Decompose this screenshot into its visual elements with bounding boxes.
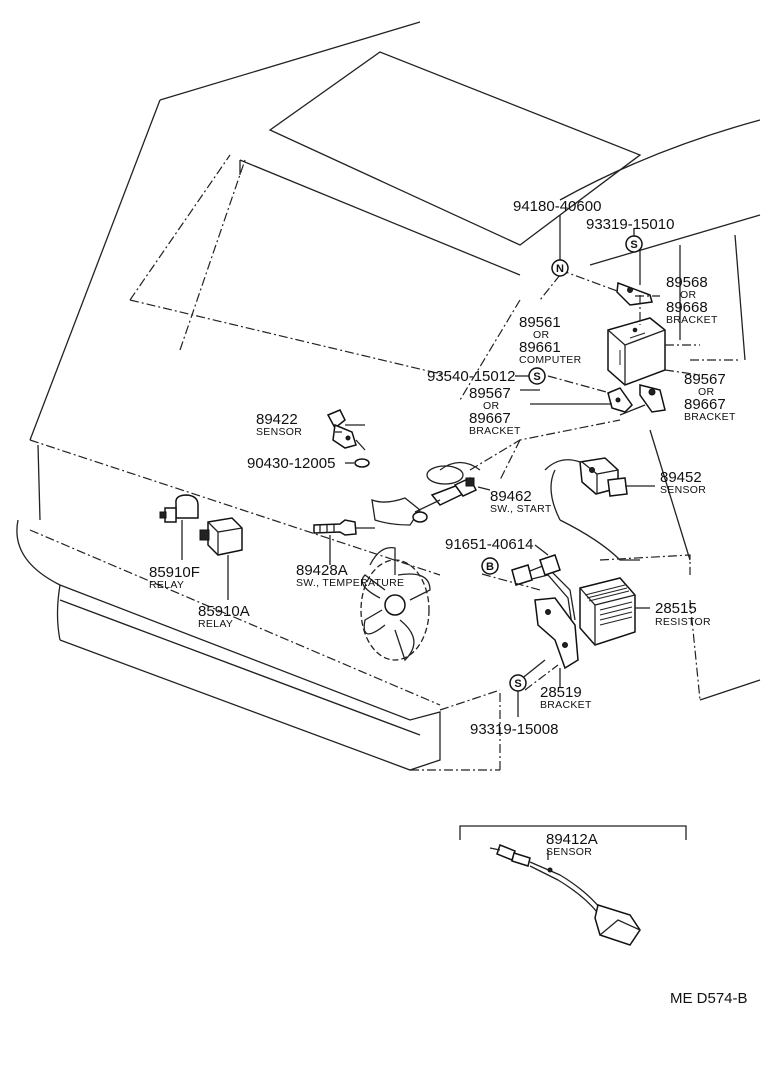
- bracket-label: BRACKET: [540, 699, 592, 711]
- temperature-switch-label: SW., TEMPERATURE: [296, 577, 404, 589]
- part-89567b: 89567: [684, 371, 726, 388]
- svg-text:S: S: [514, 678, 521, 690]
- diagram-code: ME D574-B: [670, 990, 748, 1007]
- part-89667a: 89667: [469, 410, 511, 427]
- bracket-28519: [519, 597, 579, 688]
- computer-assembly: [530, 215, 740, 416]
- part-89568: 89568: [666, 274, 708, 291]
- part-93319-15008: 93319-15008: [470, 721, 558, 738]
- part-89567a: 89567: [469, 385, 511, 402]
- part-89422: 89422: [256, 411, 298, 428]
- computer-label: COMPUTER: [519, 354, 582, 366]
- bracket-label: BRACKET: [469, 425, 521, 437]
- or-label: OR: [698, 386, 714, 398]
- part-89668: 89668: [666, 299, 708, 316]
- or-label: OR: [533, 329, 549, 341]
- sensor-89412a: [489, 844, 641, 946]
- part-89462: 89462: [490, 488, 532, 505]
- computer-89561: [607, 317, 666, 386]
- start-switch-89462: [412, 477, 491, 523]
- svg-text:S: S: [533, 371, 540, 383]
- part-89667b: 89667: [684, 396, 726, 413]
- resistor-28515: [511, 544, 650, 646]
- marker-n: N: [551, 259, 569, 277]
- sensor-label: SENSOR: [660, 484, 706, 496]
- svg-text:N: N: [556, 263, 564, 275]
- part-28515: 28515: [655, 600, 697, 617]
- part-90430: 90430-12005: [247, 455, 335, 472]
- marker-s-93319b: S: [509, 674, 527, 692]
- relay-85910f: [159, 494, 199, 560]
- switch-89428a: [313, 519, 375, 565]
- sensor-label: SENSOR: [546, 846, 592, 858]
- part-91651: 91651-40614: [445, 536, 533, 553]
- relay-85910a: [199, 517, 243, 600]
- part-85910f: 85910F: [149, 564, 200, 581]
- bracket-label: BRACKET: [666, 314, 718, 326]
- part-89661: 89661: [519, 339, 561, 356]
- bracket-89567b: [639, 384, 666, 413]
- svg-text:S: S: [630, 239, 637, 251]
- marker-s-93319a: S: [625, 235, 643, 253]
- part-89412a: 89412A: [546, 831, 598, 848]
- marker-s-93540: S: [528, 367, 546, 385]
- bracket-label: BRACKET: [684, 411, 736, 423]
- or-label: OR: [483, 400, 499, 412]
- sensor-89412a-frame: [459, 825, 687, 840]
- part-89561: 89561: [519, 314, 561, 331]
- resistor-label: RESISTOR: [655, 616, 711, 628]
- relay-label: RELAY: [149, 579, 184, 591]
- or-label: OR: [680, 289, 696, 301]
- part-93540: 93540-15012: [427, 368, 515, 385]
- start-switch-label: SW., START: [490, 503, 552, 515]
- marker-b: B: [481, 557, 499, 575]
- leader-lines: [335, 228, 635, 717]
- part-89452: 89452: [660, 469, 702, 486]
- part-89428a: 89428A: [296, 562, 348, 579]
- part-94180: 94180-40600: [513, 198, 601, 215]
- sensor-89452: [544, 457, 655, 561]
- vehicle-body-outline: [16, 21, 761, 771]
- sensor-89422: [326, 409, 370, 468]
- callout-labels: 94180-40600 93319-15010 89568 OR 89668 B…: [149, 198, 748, 1007]
- radiator-fan: [360, 461, 481, 662]
- part-93319-15010: 93319-15010: [586, 216, 674, 233]
- svg-text:B: B: [486, 561, 494, 573]
- bracket-89568: [616, 281, 653, 306]
- relay-label: RELAY: [198, 618, 233, 630]
- sensor-label: SENSOR: [256, 426, 302, 438]
- part-28519: 28519: [540, 684, 582, 701]
- part-85910a: 85910A: [198, 603, 250, 620]
